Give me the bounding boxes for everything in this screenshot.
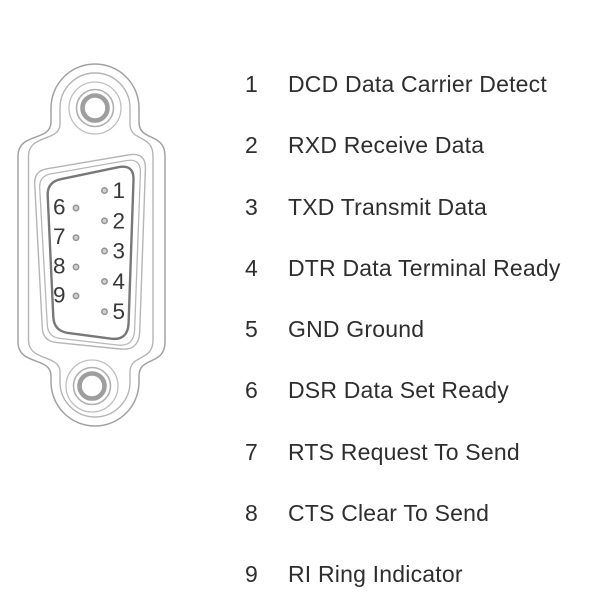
legend-pin-label: DCD Data Carrier Detect [288,71,547,97]
legend-row: 9 RI Ring Indicator [245,561,600,587]
hole-screw-ring [80,93,110,123]
legend-row: 8 CTS Clear To Send [245,500,600,526]
pin-number: 4 [113,269,126,294]
hole-mid-ring [72,366,112,406]
pin-dot [101,247,108,255]
pin-dot [101,217,108,225]
pin-number: 9 [53,282,66,307]
hole-outer-ring [65,359,119,413]
legend-row: 5 GND Ground [245,316,600,342]
dsub-shell-mid [39,159,142,346]
pin-number: 5 [113,299,126,324]
legend-pin-number: 3 [245,194,258,220]
legend-pin-label: TXD Transmit Data [288,194,487,220]
legend-pin-number: 2 [245,132,258,158]
hole-outer-ring [68,81,122,135]
legend-pin-number: 4 [245,255,258,281]
mounting-hole-top [68,81,122,135]
hole-mid-ring [75,88,115,128]
legend-pin-label: RXD Receive Data [288,132,485,158]
legend-pin-number: 6 [245,377,258,403]
legend-row: 4 DTR Data Terminal Ready [245,255,600,281]
legend-pin-label: DTR Data Terminal Ready [288,255,561,281]
pin-number: 1 [113,178,126,203]
legend-pin-label: RI Ring Indicator [288,561,463,587]
dsub-shell-opening [46,165,135,341]
legend-row: 2 RXD Receive Data [245,132,600,158]
legend-pin-number: 9 [245,561,258,587]
pin-number: 6 [53,195,66,220]
pin-number: 3 [113,239,126,264]
pin-dots-left-column [72,204,80,300]
pin-number: 7 [53,224,66,249]
connector-flange-outline [17,63,166,427]
hole-screw-ring [77,371,107,401]
legend-row: 7 RTS Request To Send [245,439,600,465]
pin-dot [72,234,80,242]
legend-pin-label: RTS Request To Send [288,439,520,465]
legend-pin-number: 8 [245,500,258,526]
legend-pin-number: 7 [245,439,258,465]
pin-dots-right-column [101,187,108,316]
legend-pin-number: 1 [245,71,258,97]
legend-row: 6 DSR Data Set Ready [245,377,600,403]
pin-number: 8 [53,254,66,279]
pin-dot [72,204,80,212]
pin-dot [72,292,80,300]
mounting-hole-bottom [65,359,119,413]
pin-number: 2 [113,208,126,233]
db9-connector-diagram: 1 2 3 4 5 6 7 8 9 [17,63,166,427]
dsub-shell-outer [33,153,147,350]
connector-flange-inner-outline [27,72,154,418]
legend-pin-label: DSR Data Set Ready [288,377,509,403]
pin-dot [101,187,108,194]
pin-dot [101,277,108,285]
pin-dot [101,308,108,316]
legend-row: 3 TXD Transmit Data [245,194,600,220]
legend-pin-label: CTS Clear To Send [288,500,490,526]
legend-row: 1 DCD Data Carrier Detect [245,71,600,97]
pin-dot [72,263,80,271]
legend-pin-number: 5 [245,316,258,342]
legend-pin-label: GND Ground [288,316,425,342]
